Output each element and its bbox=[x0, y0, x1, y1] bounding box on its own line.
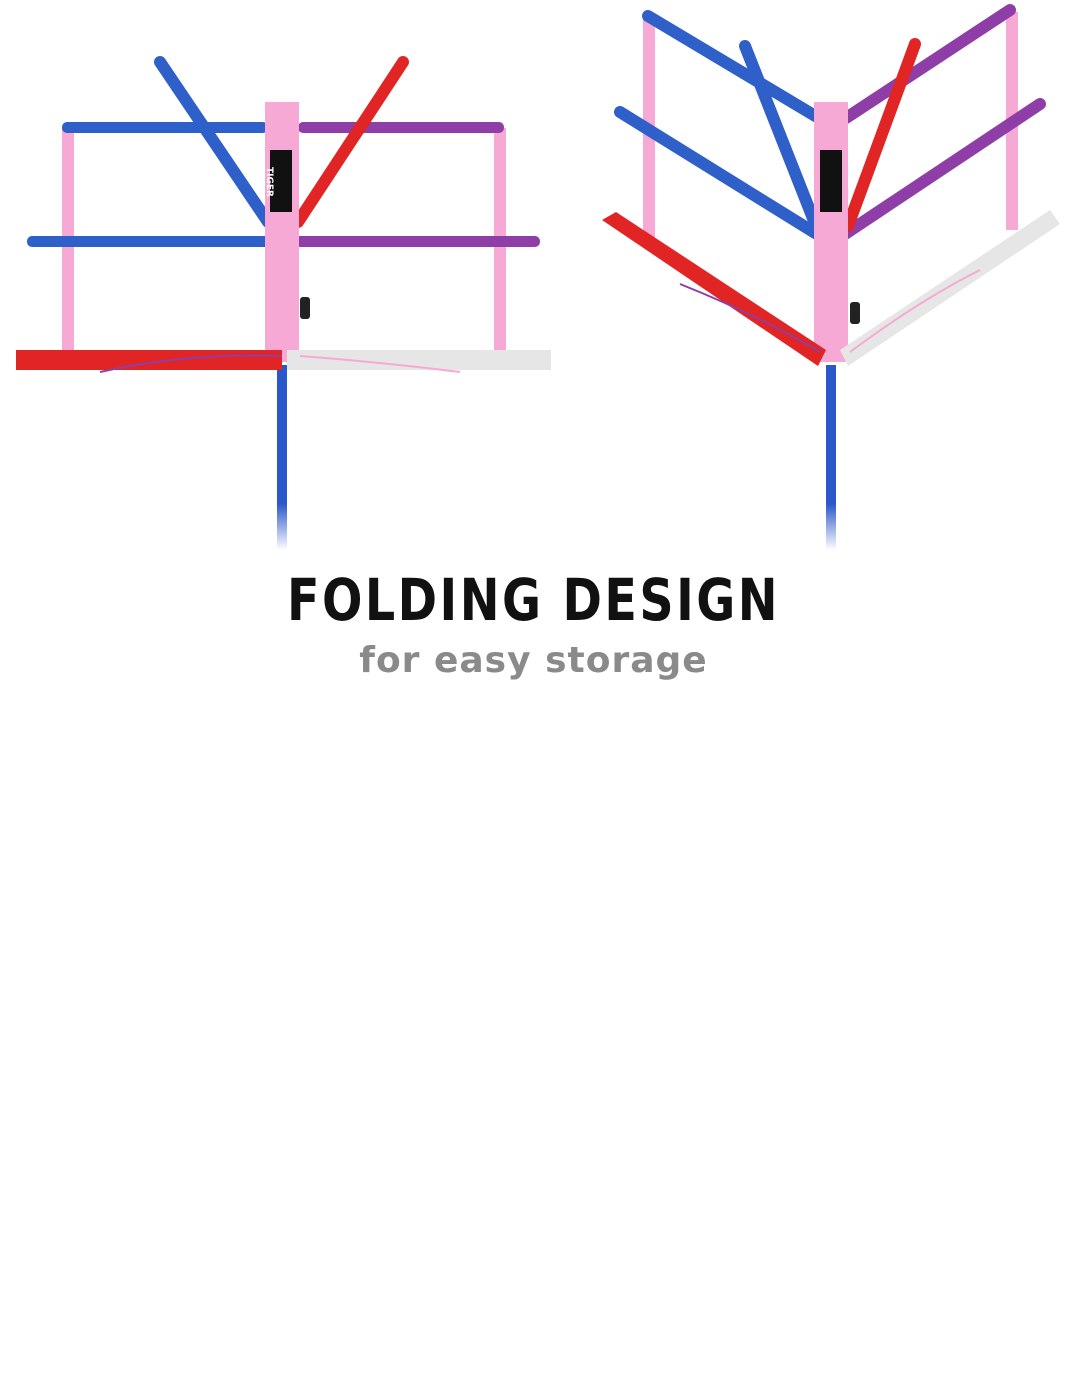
subheadline: for easy storage bbox=[359, 640, 708, 681]
headline: FOLDING DESIGN bbox=[287, 566, 780, 634]
stand-pole bbox=[826, 365, 836, 550]
stand-half-folded-view bbox=[602, 4, 1060, 550]
brand-logo-text: TIGER bbox=[264, 167, 274, 197]
brand-logo bbox=[820, 150, 842, 212]
stand-open-view: TIGER bbox=[16, 56, 551, 550]
stand-pole bbox=[277, 365, 287, 550]
ledge-right bbox=[287, 350, 551, 370]
ledge-left bbox=[602, 212, 826, 366]
adjust-knob bbox=[300, 297, 310, 319]
ledge-right bbox=[840, 210, 1060, 366]
brand-logo bbox=[270, 150, 292, 212]
center-column bbox=[265, 102, 299, 362]
adjust-knob bbox=[850, 302, 860, 324]
ledge-left bbox=[16, 350, 282, 370]
center-column bbox=[814, 102, 848, 362]
